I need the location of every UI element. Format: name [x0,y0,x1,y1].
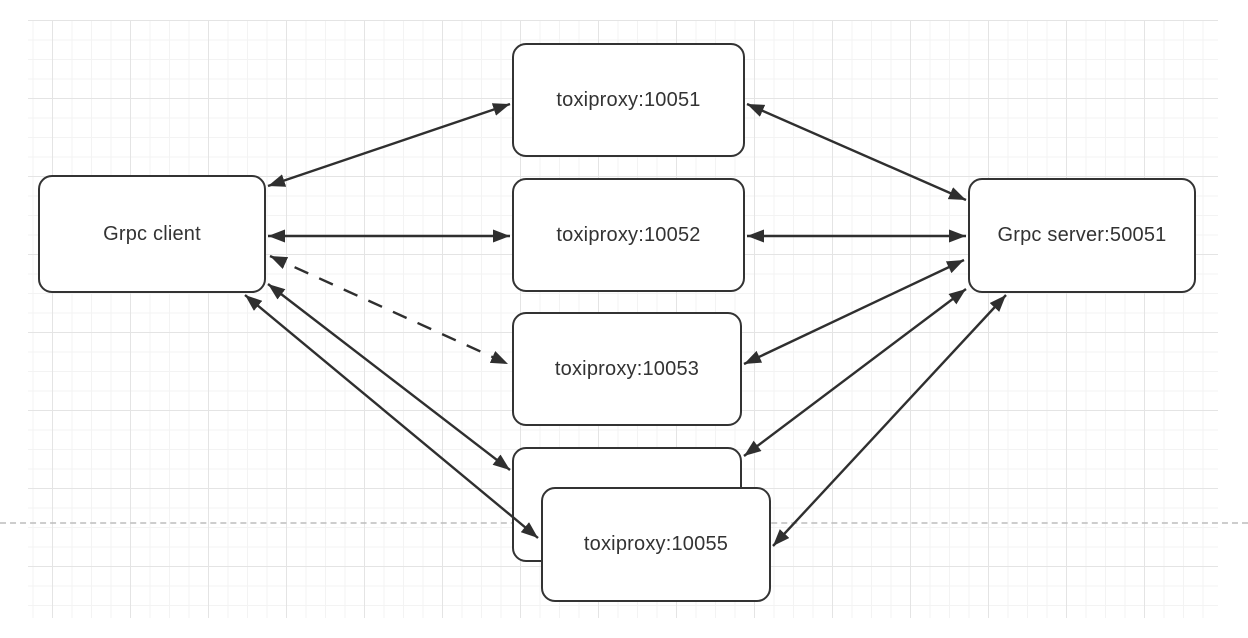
node-grpc-server: Grpc server:50051 [968,178,1196,293]
node-toxiproxy-10053-label: toxiproxy:10053 [554,357,700,380]
node-toxiproxy-10051-label: toxiproxy:10051 [556,88,701,111]
node-toxiproxy-10051: toxiproxy:10051 [512,43,745,157]
node-toxiproxy-10053: toxiproxy:10053 [512,312,742,426]
node-grpc-client-label: Grpc client [103,222,201,245]
node-toxiproxy-10052-label: toxiproxy:10052 [556,223,701,246]
node-toxiproxy-10055-label: toxiproxy:10055 [583,533,729,555]
node-toxiproxy-10052: toxiproxy:10052 [512,178,745,292]
node-grpc-client: Grpc client [38,175,266,293]
node-toxiproxy-10055: toxiproxy:10055 [541,487,771,602]
node-grpc-server-label: Grpc server:50051 [997,224,1167,246]
